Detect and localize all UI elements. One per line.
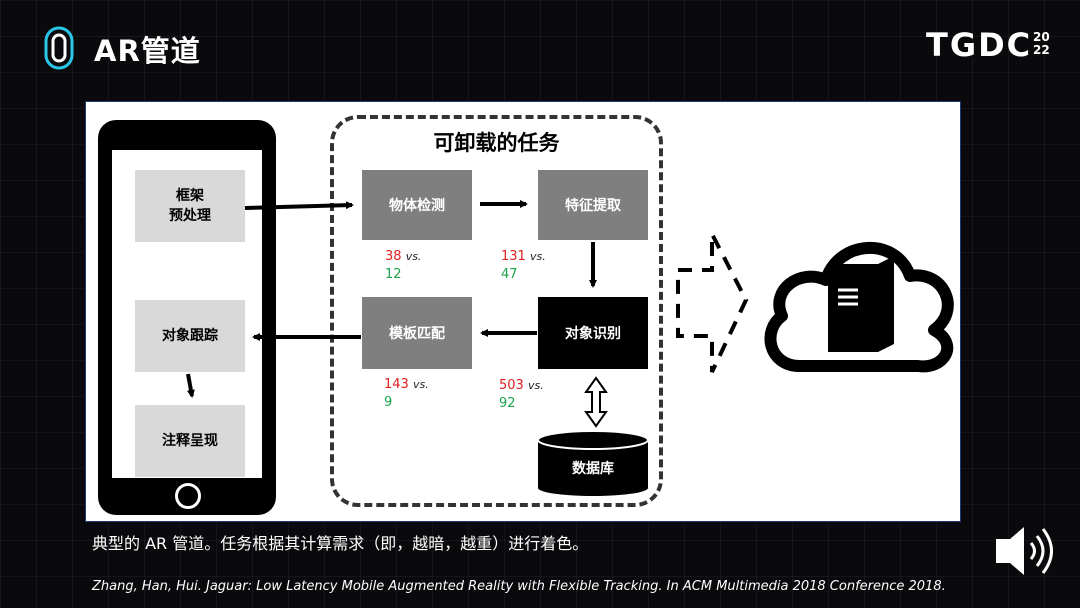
figure-caption: 典型的 AR 管道。任务根据其计算需求（即，越暗，越重）进行着色。	[92, 534, 589, 553]
frame-preprocessing-line2: 预处理	[169, 208, 211, 224]
citation: Zhang, Han, Hui. Jaguar: Low Latency Mob…	[92, 579, 946, 594]
recognition-time-after: 92	[499, 396, 516, 411]
matching-vs: vs.	[412, 378, 429, 391]
object-recognition-label: 对象识别	[565, 326, 621, 342]
extraction-time-before: 131	[501, 249, 526, 264]
frame-preprocessing-box: 框架 预处理	[135, 170, 245, 242]
detection-time-before: 38	[385, 249, 402, 264]
arrow-preprocess-to-detection	[244, 201, 354, 210]
object-recognition-box: 对象识别	[538, 297, 648, 369]
annotation-rendering-box: 注释呈现	[135, 405, 245, 477]
object-tracking-label: 对象跟踪	[162, 328, 218, 344]
offloadable-tasks-region	[330, 115, 663, 507]
matching-timing: 143 vs. 9	[384, 376, 429, 412]
offload-dashed-arrow	[676, 233, 749, 373]
object-detection-box: 物体检测	[362, 170, 472, 240]
brand-year-top: 20	[1033, 30, 1050, 44]
database-label: 数据库	[572, 461, 614, 477]
extraction-vs: vs.	[529, 250, 546, 263]
database-icon	[537, 430, 649, 496]
arrow-tracking-to-rendering	[186, 373, 195, 398]
matching-time-after: 9	[384, 395, 393, 410]
tgdc-logo-icon	[44, 26, 74, 70]
offloadable-tasks-title: 可卸载的任务	[433, 131, 560, 155]
object-tracking-box: 对象跟踪	[135, 300, 245, 372]
extraction-timing: 131 vs. 47	[501, 248, 546, 284]
bidirectional-db-arrow	[584, 376, 608, 428]
matching-time-before: 143	[384, 377, 409, 392]
slide-title: AR管道	[94, 34, 201, 68]
detection-timing: 38 vs. 12	[385, 248, 421, 284]
object-detection-label: 物体检测	[389, 198, 445, 214]
cloud-server-icon	[764, 242, 954, 373]
recognition-vs: vs.	[527, 379, 544, 392]
brand-year: 20 22	[1033, 31, 1050, 57]
template-matching-box: 模板匹配	[362, 297, 472, 369]
detection-time-after: 12	[385, 267, 402, 282]
feature-extraction-box: 特征提取	[538, 170, 648, 240]
extraction-time-after: 47	[501, 267, 518, 282]
frame-preprocessing-line1: 框架	[176, 188, 204, 204]
detection-vs: vs.	[405, 250, 422, 263]
brand-logo-text: TGDC	[926, 26, 1033, 64]
database-label-holder: 数据库	[548, 455, 638, 481]
feature-extraction-label: 特征提取	[565, 198, 621, 214]
recognition-time-before: 503	[499, 378, 524, 393]
speaker-icon	[996, 527, 1053, 575]
brand-year-bottom: 22	[1033, 43, 1050, 57]
recognition-timing: 503 vs. 92	[499, 377, 544, 413]
template-matching-label: 模板匹配	[389, 326, 445, 342]
annotation-rendering-label: 注释呈现	[162, 433, 218, 449]
phone-home-button	[175, 483, 201, 509]
